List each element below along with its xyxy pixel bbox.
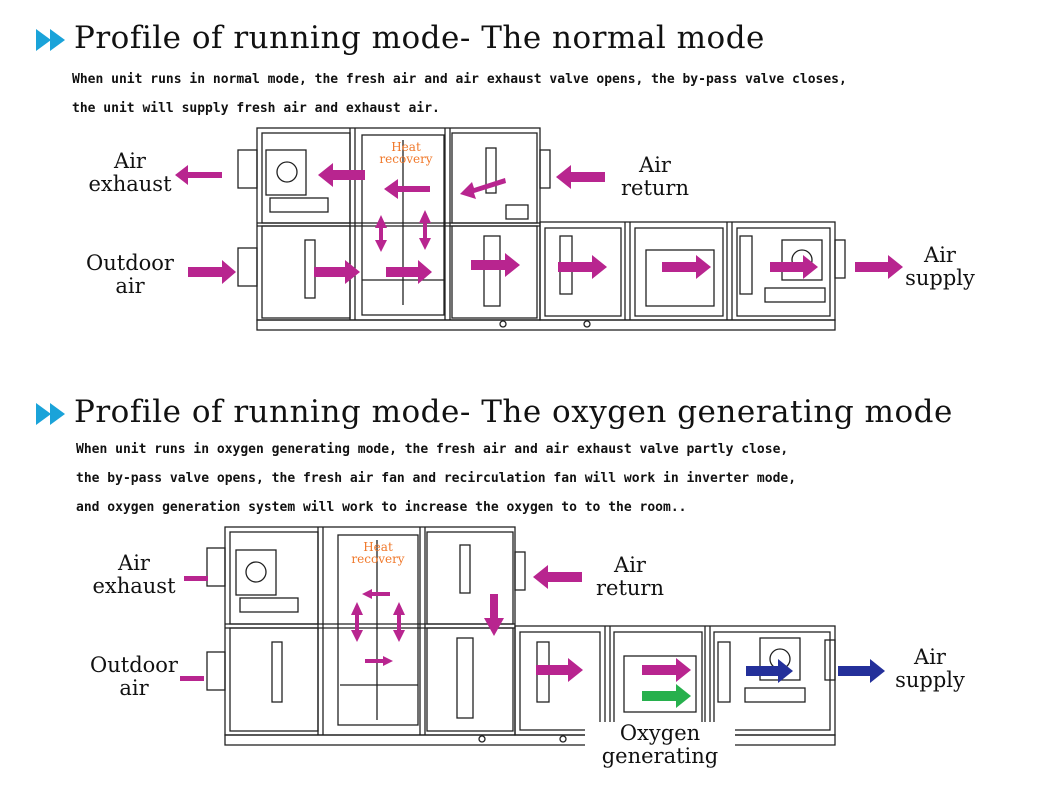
normal-mode-description: When unit runs in normal mode, the fresh…	[72, 65, 847, 123]
oxygen-mode-description: When unit runs in oxygen generating mode…	[76, 435, 796, 522]
air-exhaust-label: Air exhaust	[92, 551, 176, 598]
description-line: the by-pass valve opens, the fresh air f…	[76, 471, 797, 486]
heat-recovery-label: Heat recovery	[340, 541, 416, 565]
normal-mode-unit-diagram	[175, 127, 903, 331]
heat-recovery-text: Heat recovery	[379, 140, 433, 166]
description-line: When unit runs in normal mode, the fresh…	[72, 72, 847, 87]
air-supply-label: Air supply	[905, 243, 975, 290]
air-return-label: Air return	[596, 553, 664, 600]
description-line: the unit will supply fresh air and exhau…	[72, 101, 440, 116]
normal-mode-title: Profile of running mode- The normal mode	[74, 20, 765, 56]
air-exhaust-label: Air exhaust	[88, 149, 172, 196]
normal-mode-section: Profile of running mode- The normal mode…	[0, 0, 1039, 380]
heat-recovery-label: Heat recovery	[368, 141, 444, 165]
double-play-icon	[36, 402, 65, 425]
description-line: When unit runs in oxygen generating mode…	[76, 442, 789, 457]
description-line: and oxygen generation system will work t…	[76, 500, 687, 515]
oxygen-mode-section: Profile of running mode- The oxygen gene…	[0, 380, 1039, 802]
heat-recovery-text: Heat recovery	[351, 540, 405, 566]
air-supply-label: Air supply	[895, 645, 965, 692]
air-return-label: Air return	[621, 153, 689, 200]
oxygen-mode-title: Profile of running mode- The oxygen gene…	[74, 394, 953, 430]
outdoor-air-label: Outdoor air	[86, 251, 174, 298]
double-play-icon	[36, 28, 65, 51]
flow-arrow-icon	[180, 565, 885, 708]
oxygen-mode-title-row: Profile of running mode- The oxygen gene…	[34, 394, 953, 430]
normal-mode-title-row: Profile of running mode- The normal mode	[34, 20, 765, 56]
oxygen-generating-label: Oxygen generating	[585, 722, 735, 768]
outdoor-air-label: Outdoor air	[90, 653, 178, 700]
oxygen-mode-unit-diagram	[180, 526, 885, 746]
flow-arrow-icon	[175, 163, 903, 284]
